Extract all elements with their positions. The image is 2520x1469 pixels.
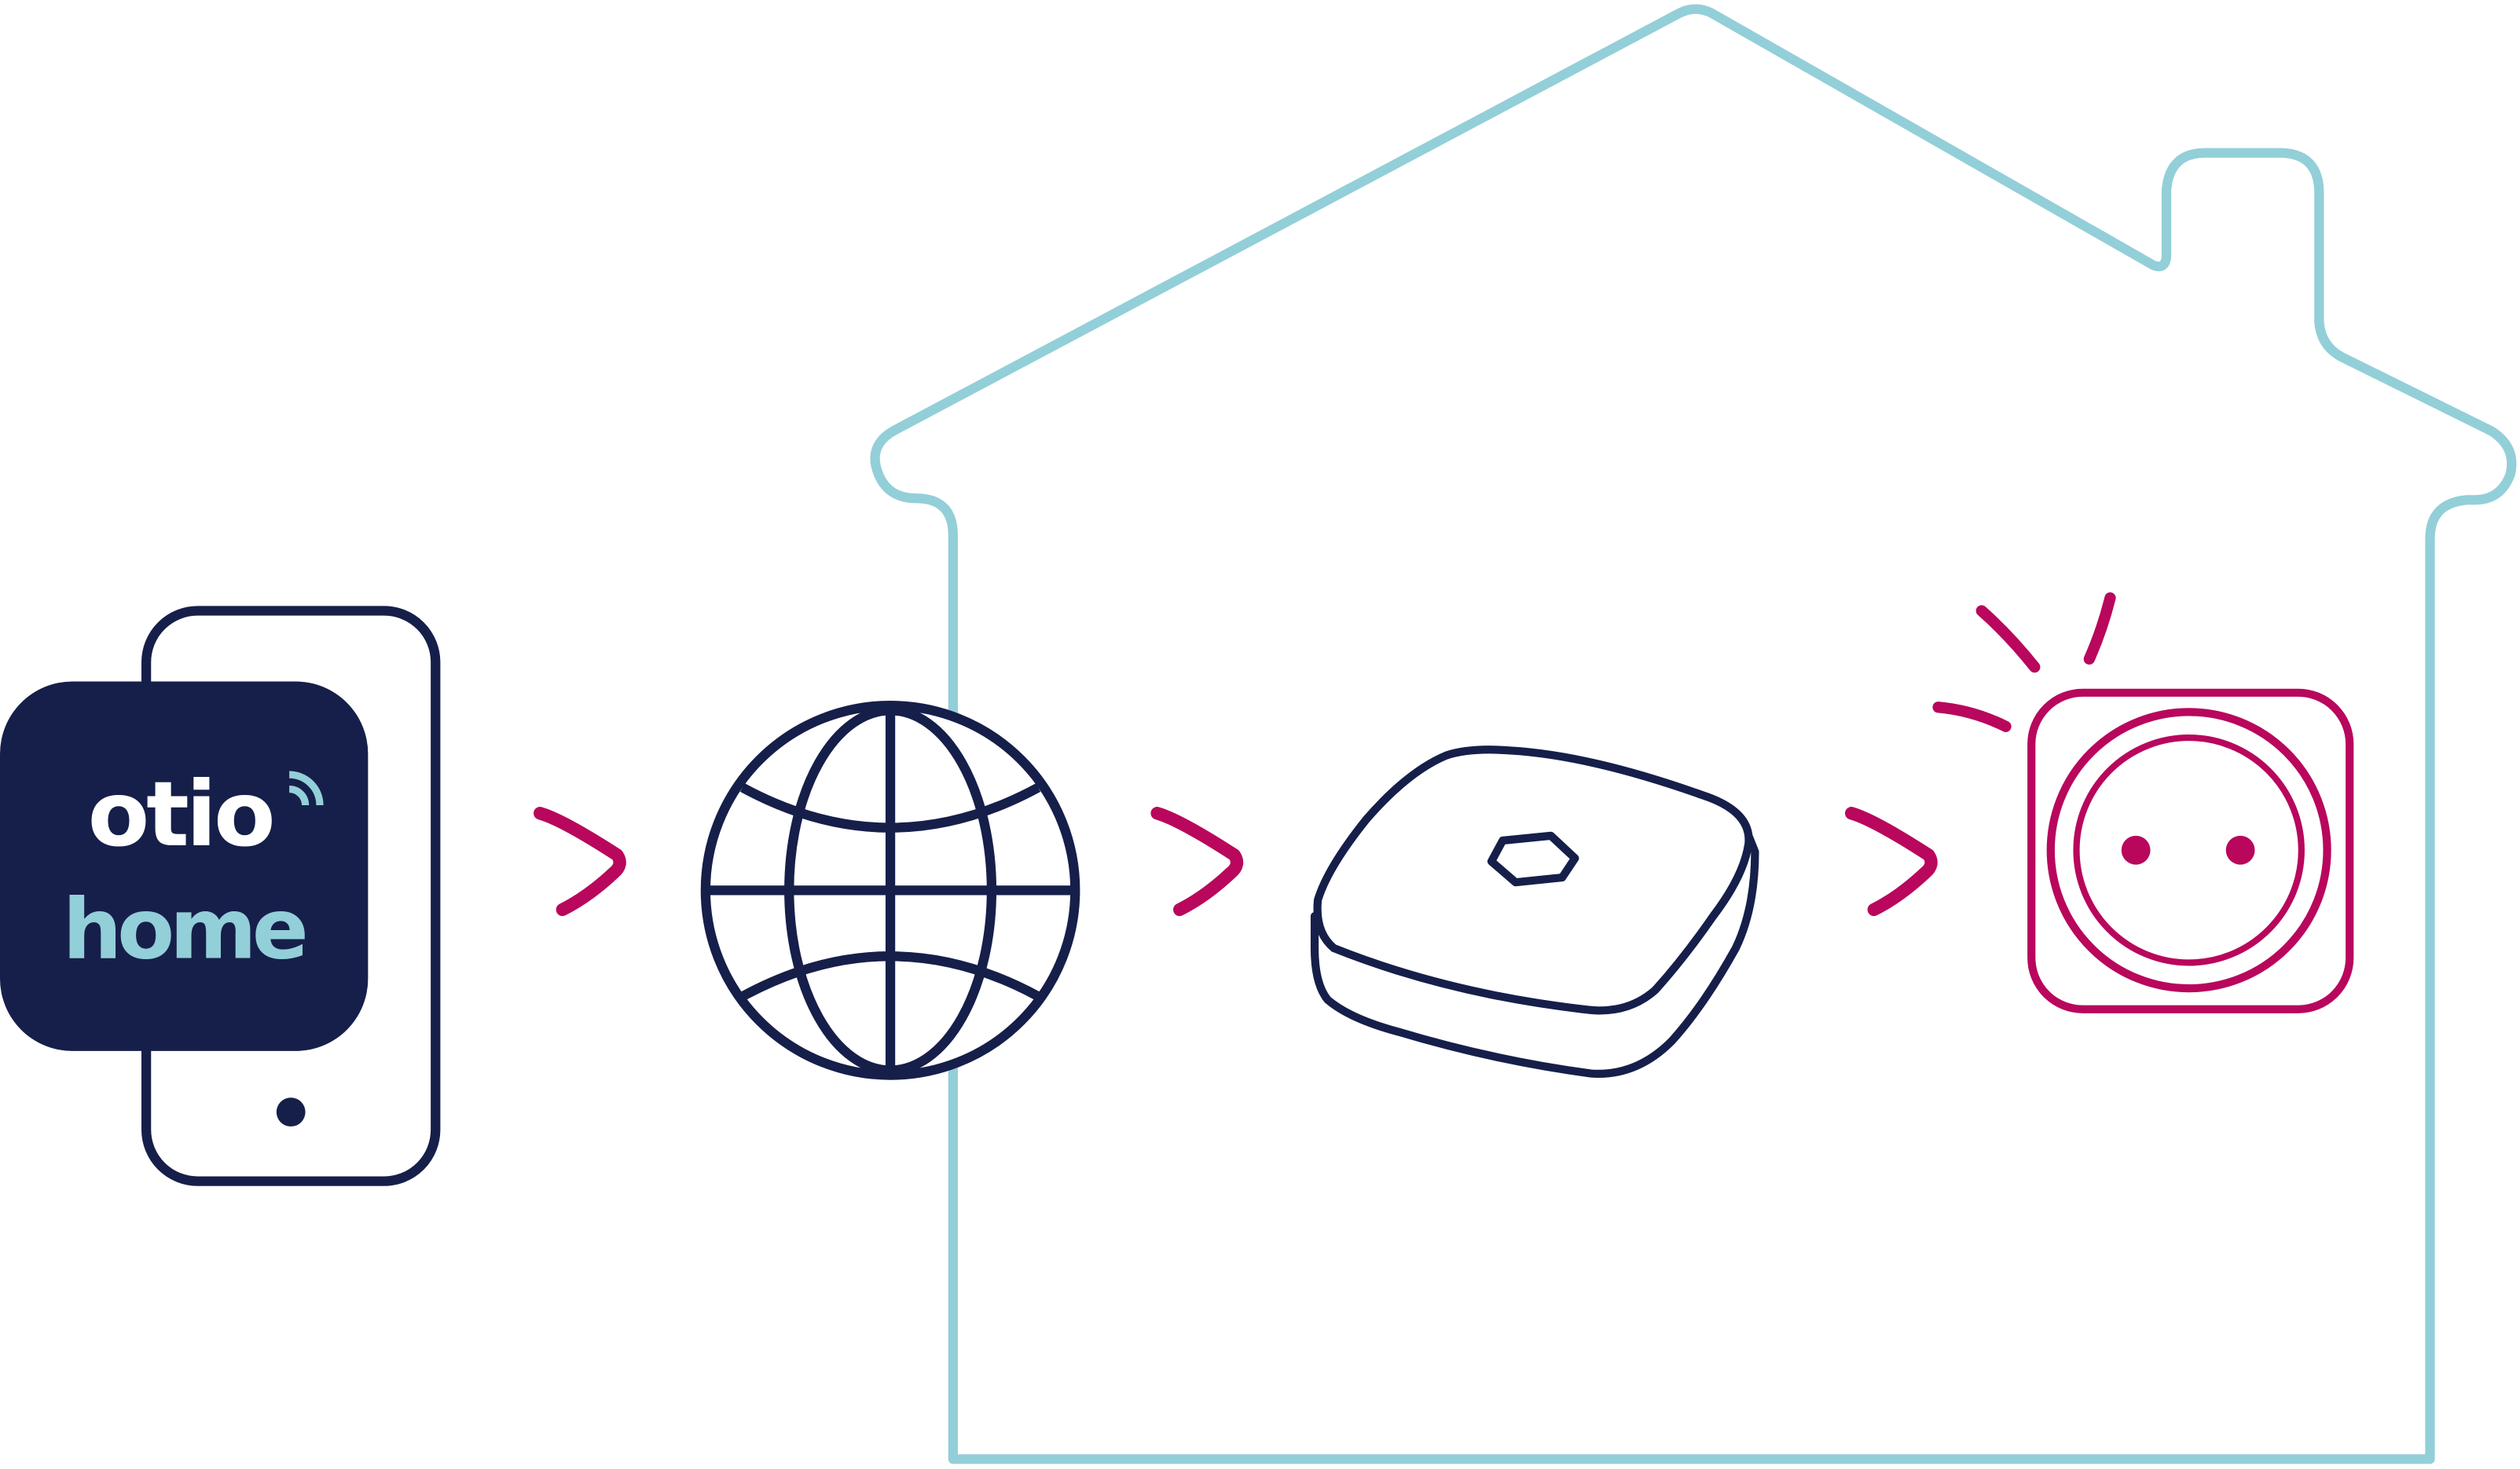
logo-word-home: home — [63, 881, 305, 978]
activity-spark-icon — [1932, 592, 2116, 732]
arrow-icon — [1844, 807, 1938, 917]
arrow-icon — [534, 807, 626, 917]
house-outline — [870, 4, 2517, 1464]
arrow-icon — [1150, 807, 1244, 917]
hub-box-icon — [1310, 745, 1759, 1079]
smart-plug-icon — [2027, 688, 2354, 1013]
logo-word-otio: otio — [88, 763, 273, 867]
globe-icon — [700, 701, 1080, 1080]
wifi-signal-icon — [288, 771, 324, 806]
otio-home-app-logo: otio home — [0, 681, 369, 1051]
